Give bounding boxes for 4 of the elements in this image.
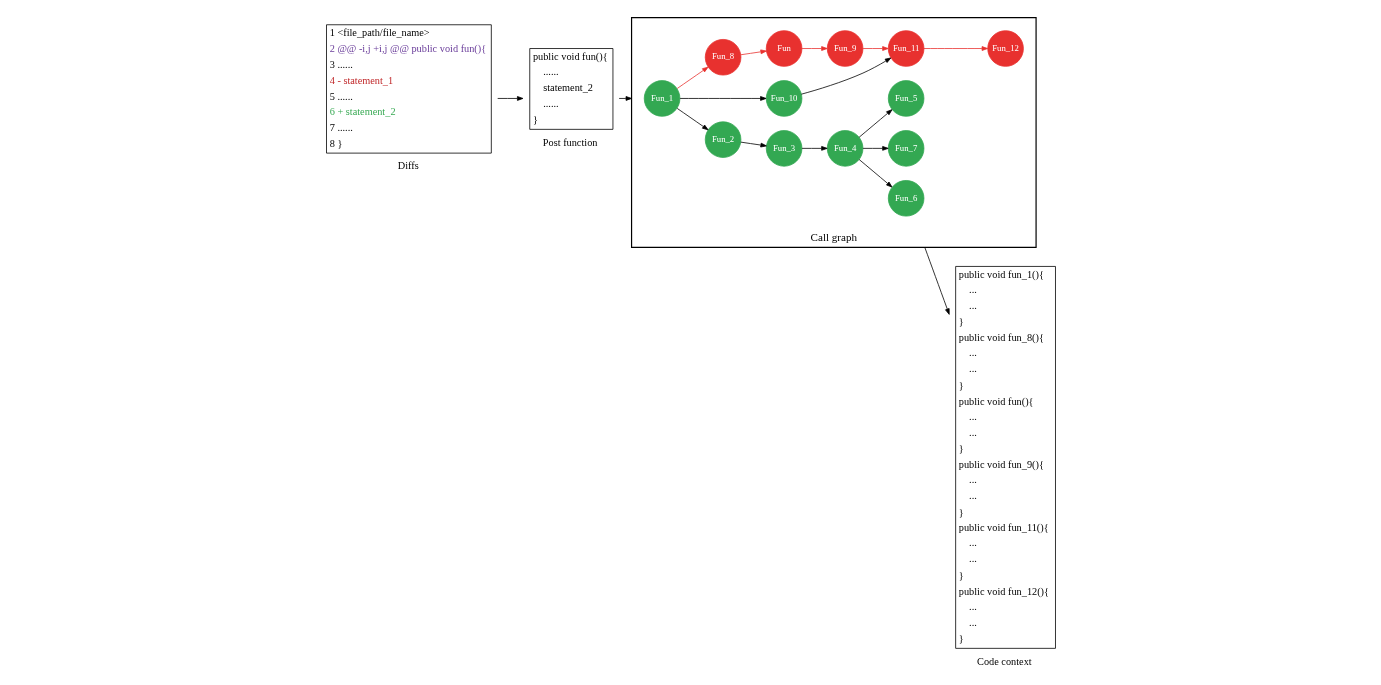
node-label: Post function	[542, 136, 597, 148]
node-label: Call graph	[810, 231, 857, 244]
node-label: Code context	[976, 655, 1032, 667]
node-label: Diffs	[397, 160, 419, 172]
